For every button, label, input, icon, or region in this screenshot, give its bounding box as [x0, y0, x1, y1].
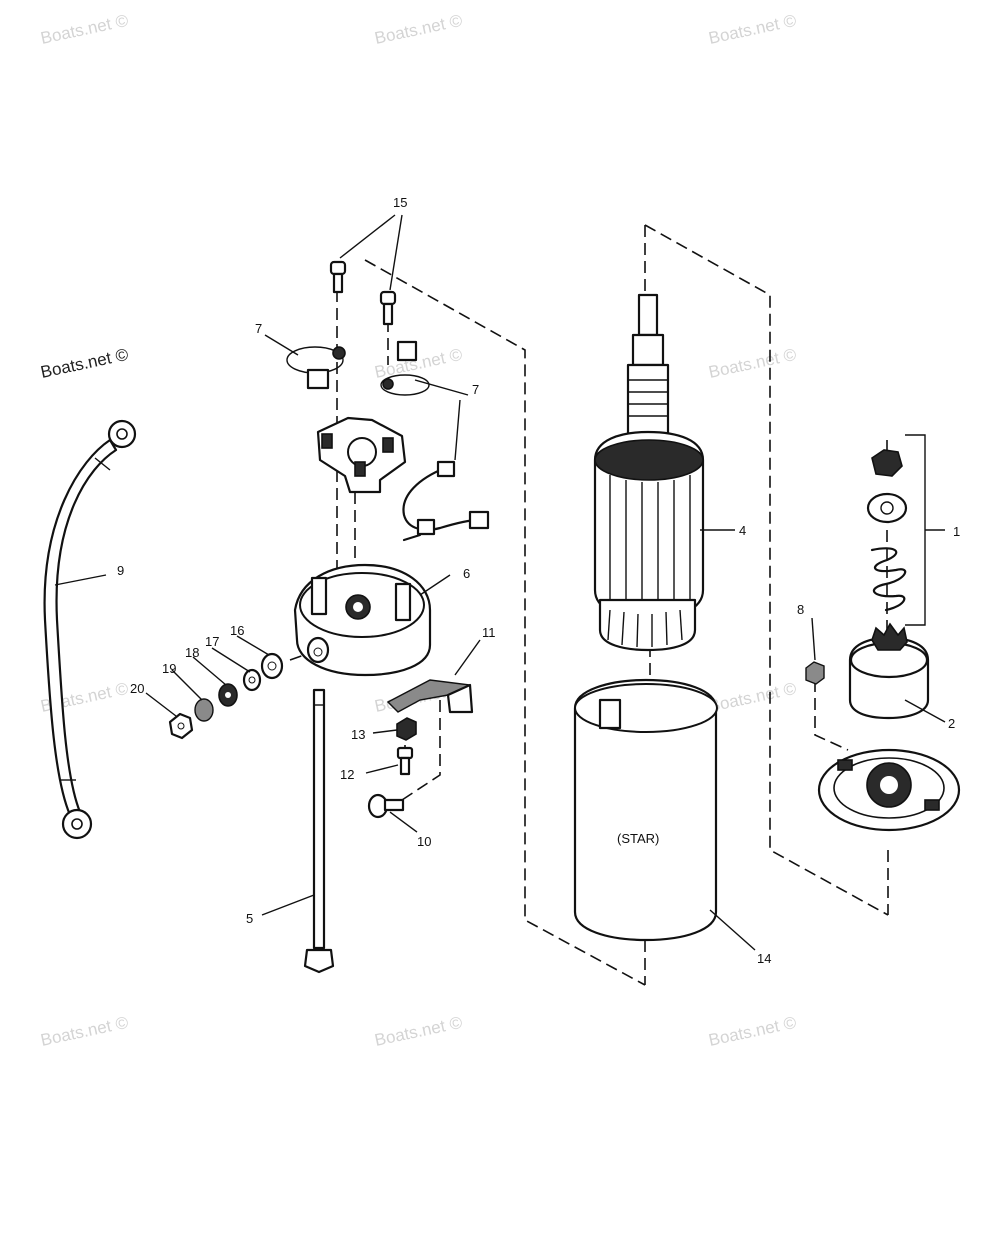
- pinion-drive-part: [848, 622, 930, 720]
- watermark: Boats.net ©: [707, 11, 799, 48]
- screws-part: [329, 260, 397, 326]
- small-hardware-part: [367, 717, 417, 819]
- battery-cable-part: [43, 419, 137, 840]
- drive-stack-part: [866, 449, 908, 612]
- callout-7a: 7: [255, 321, 262, 336]
- assembly-guide-lines: [289, 224, 889, 986]
- watermark: Boats.net ©: [39, 345, 131, 382]
- armature-part: [593, 293, 705, 652]
- watermark: Boats.net ©: [39, 11, 131, 48]
- item-1-bracket: [905, 434, 945, 626]
- callout-12: 12: [340, 767, 354, 782]
- callout-5: 5: [246, 911, 253, 926]
- washers-and-nuts-part: [168, 652, 284, 740]
- callout-9: 9: [117, 563, 124, 578]
- leader-lines: [54, 214, 946, 951]
- brush-springs-part: [286, 340, 430, 396]
- drive-end-plate-part: [817, 748, 961, 832]
- callout-2: 2: [948, 716, 955, 731]
- callout-20: 20: [130, 681, 144, 696]
- callout-18: 18: [185, 645, 199, 660]
- callout-15: 15: [393, 195, 407, 210]
- frame-part: [573, 678, 718, 942]
- watermark: Boats.net ©: [373, 1013, 465, 1050]
- callout-1: 1: [953, 524, 960, 539]
- watermark: Boats.net ©: [373, 11, 465, 48]
- callout-13: 13: [351, 727, 365, 742]
- watermark: Boats.net ©: [707, 345, 799, 382]
- callout-19: 19: [162, 661, 176, 676]
- callout-10: 10: [417, 834, 431, 849]
- callouts: 1 2 4 5 6 7 7 8 9 10 11 12 13 14 15 16 1…: [117, 195, 960, 966]
- nut-part: [805, 661, 825, 685]
- bracket-part: [386, 679, 474, 714]
- callout-14: 14: [757, 951, 771, 966]
- frame-label: (STAR): [617, 831, 659, 846]
- callout-17: 17: [205, 634, 219, 649]
- callout-11: 11: [482, 625, 496, 640]
- callout-7b: 7: [472, 382, 479, 397]
- callout-8: 8: [797, 602, 804, 617]
- end-cap-part: [293, 563, 432, 677]
- watermark: Boats.net ©: [39, 1013, 131, 1050]
- callout-4: 4: [739, 523, 746, 538]
- callout-16: 16: [230, 623, 244, 638]
- through-bolt-part: [303, 688, 335, 974]
- watermark: Boats.net ©: [707, 679, 799, 716]
- watermark: Boats.net ©: [707, 1013, 799, 1050]
- callout-6: 6: [463, 566, 470, 581]
- brush-leads-part: [402, 460, 490, 542]
- brush-holder-part: [316, 416, 407, 494]
